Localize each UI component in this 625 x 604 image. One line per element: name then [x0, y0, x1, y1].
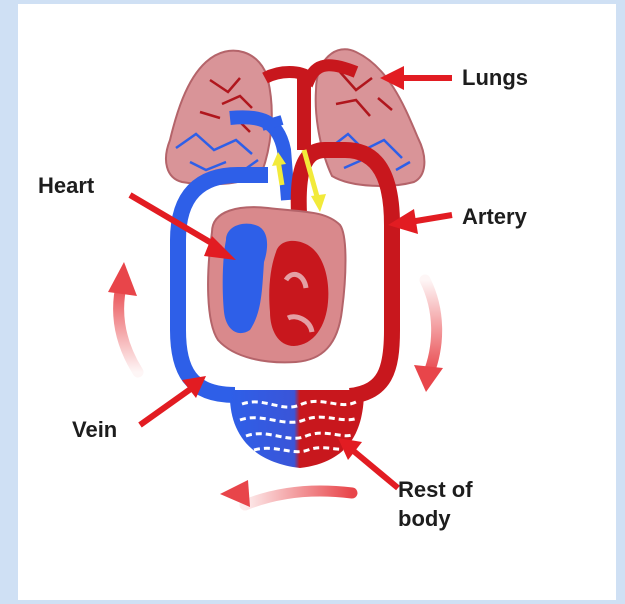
label-lungs: Lungs	[462, 64, 528, 93]
flow-arrow-right-icon	[414, 280, 443, 392]
pointer-vein-icon	[140, 376, 206, 425]
label-vein: Vein	[72, 416, 117, 445]
flow-arrow-left-icon	[108, 262, 138, 372]
rest-of-body-capillaries	[230, 390, 364, 468]
label-heart: Heart	[38, 172, 94, 201]
flow-arrow-bottom-icon	[220, 480, 352, 507]
label-artery: Artery	[462, 203, 527, 232]
label-rest-of-body: Rest of body	[398, 476, 473, 533]
heart-organ	[208, 207, 345, 362]
pointer-body-icon	[338, 438, 398, 488]
